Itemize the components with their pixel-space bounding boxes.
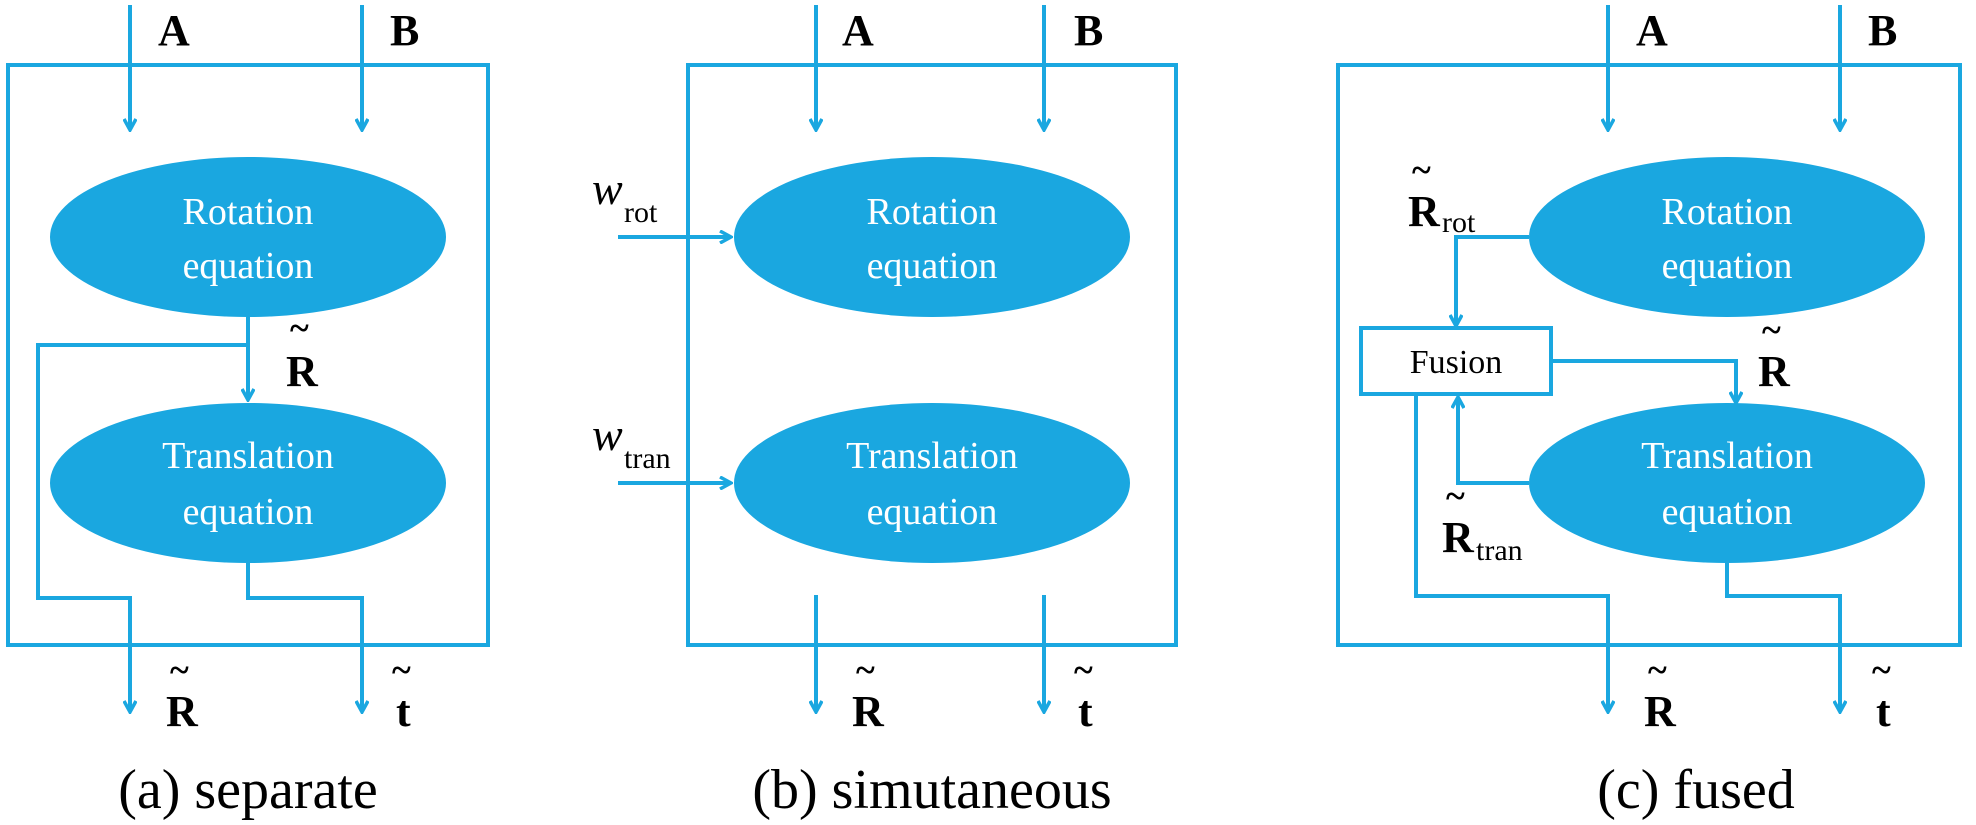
fused-out-r-tilde: ~ xyxy=(1648,650,1667,690)
fused-r-tran-sub: tran xyxy=(1476,534,1523,567)
fused-out-t-tilde: ~ xyxy=(1872,650,1891,690)
simultaneous-w-rot-sub: rot xyxy=(624,196,658,229)
fused-rotation-line1: Rotation xyxy=(1662,191,1793,233)
fused-rotation-line2: equation xyxy=(1662,245,1793,287)
fused-r-tran-base: R xyxy=(1442,513,1475,562)
simultaneous-out-r-label: R xyxy=(852,687,885,736)
simultaneous-input-b-label: B xyxy=(1074,6,1103,55)
fused-out-t-label: t xyxy=(1876,687,1891,736)
fused-translation-line1: Translation xyxy=(1641,435,1813,477)
fused-fusion-label: Fusion xyxy=(1410,344,1503,381)
fused-t-output-line xyxy=(1725,563,1840,712)
fused-r-rot-sub: rot xyxy=(1442,206,1476,239)
panel-fused: A B Rotation equation ~ R rot Fusion ~ R… xyxy=(1336,5,1962,821)
simultaneous-w-tran-sub: tran xyxy=(624,442,671,475)
separate-out-r-label: R xyxy=(166,687,199,736)
simultaneous-w-tran-base: w xyxy=(592,409,623,460)
separate-translation-line1: Translation xyxy=(162,435,334,477)
separate-caption: (a) separate xyxy=(118,759,378,821)
simultaneous-out-t-label: t xyxy=(1078,687,1093,736)
simultaneous-translation-line2: equation xyxy=(867,491,998,533)
fused-fusion-to-translation-arrow xyxy=(1551,359,1736,403)
separate-out-r-tilde: ~ xyxy=(170,650,189,690)
separate-t-output-line xyxy=(246,563,362,712)
panel-simultaneous: A B w rot Rotation equation w tran Trans… xyxy=(592,5,1178,821)
panel-separate: A B Rotation equation ~ R Translation eq… xyxy=(6,5,490,821)
simultaneous-out-t-tilde: ~ xyxy=(1074,650,1093,690)
simultaneous-out-r-tilde: ~ xyxy=(856,650,875,690)
simultaneous-caption: (b) simutaneous xyxy=(752,759,1111,821)
fused-r-rot-tilde: ~ xyxy=(1412,150,1431,190)
separate-out-t-tilde: ~ xyxy=(392,650,411,690)
separate-r-branch-line xyxy=(36,343,248,712)
separate-mid-tilde: ~ xyxy=(290,308,309,348)
separate-rotation-ellipse xyxy=(50,157,446,317)
fused-translation-to-fusion-arrow xyxy=(1458,397,1529,485)
separate-rotation-line1: Rotation xyxy=(183,191,314,233)
fused-rotation-ellipse xyxy=(1529,157,1925,317)
fused-rotation-to-fusion-arrow xyxy=(1456,235,1529,326)
fused-translation-ellipse xyxy=(1529,403,1925,563)
fused-input-b-label: B xyxy=(1868,6,1897,55)
separate-frame xyxy=(6,63,490,647)
separate-input-b-label: B xyxy=(390,6,419,55)
fused-frame xyxy=(1336,63,1962,647)
separate-translation-line2: equation xyxy=(183,491,314,533)
fused-r-tran-tilde: ~ xyxy=(1446,476,1465,516)
separate-translation-ellipse xyxy=(50,403,446,563)
simultaneous-rotation-line1: Rotation xyxy=(867,191,998,233)
fused-out-r-label: R xyxy=(1644,687,1677,736)
simultaneous-input-a-label: A xyxy=(842,6,874,55)
separate-out-t-label: t xyxy=(396,687,411,736)
fused-caption: (c) fused xyxy=(1597,759,1794,821)
simultaneous-rotation-line2: equation xyxy=(867,245,998,287)
fused-r-rot-base: R xyxy=(1408,187,1441,236)
fused-fusion-to-r-output-line xyxy=(1414,394,1608,712)
fused-r-fused-label: R xyxy=(1758,347,1791,396)
simultaneous-frame xyxy=(686,63,1178,647)
simultaneous-translation-line1: Translation xyxy=(846,435,1018,477)
separate-rotation-line2: equation xyxy=(183,245,314,287)
fused-input-a-label: A xyxy=(1636,6,1668,55)
simultaneous-w-rot-base: w xyxy=(592,163,623,214)
separate-mid-label: R xyxy=(286,347,319,396)
fused-fusion-box xyxy=(1359,326,1553,396)
simultaneous-translation-ellipse xyxy=(734,403,1130,563)
simultaneous-rotation-ellipse xyxy=(734,157,1130,317)
fused-translation-line2: equation xyxy=(1662,491,1793,533)
fused-r-fused-tilde: ~ xyxy=(1762,310,1781,350)
separate-input-a-label: A xyxy=(158,6,190,55)
